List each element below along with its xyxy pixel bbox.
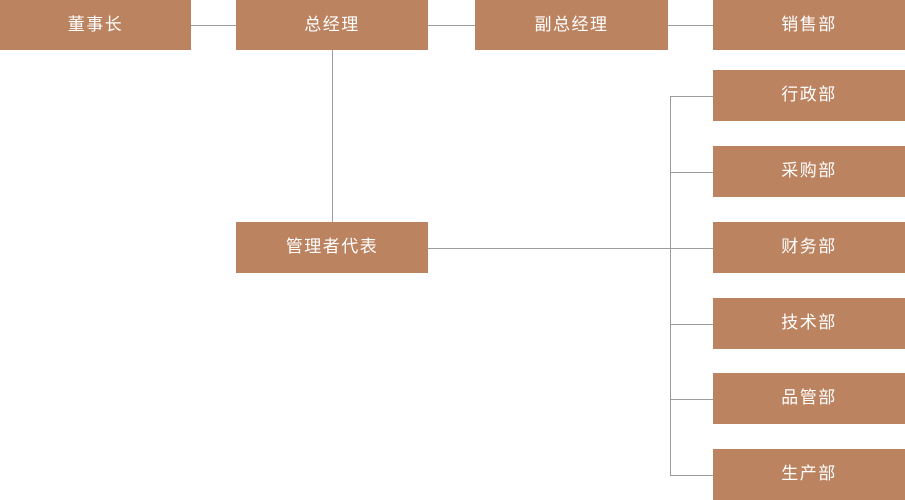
connector-right-trunk bbox=[670, 96, 671, 475]
connector-stub-admin bbox=[670, 96, 713, 97]
connector-gm-to-deputy bbox=[428, 25, 475, 26]
connector-stub-purchasing bbox=[670, 172, 713, 173]
node-chairman[interactable]: 董事长 bbox=[0, 0, 191, 50]
connector-chairman-to-gm bbox=[191, 25, 236, 26]
node-purchasing-dept[interactable]: 采购部 bbox=[713, 146, 905, 197]
connector-gm-to-mgmt-rep bbox=[332, 50, 333, 222]
connector-stub-technical bbox=[670, 324, 713, 325]
node-finance-dept[interactable]: 财务部 bbox=[713, 222, 905, 273]
node-deputy-gm[interactable]: 副总经理 bbox=[475, 0, 668, 50]
node-management-rep[interactable]: 管理者代表 bbox=[236, 222, 428, 273]
node-quality-dept[interactable]: 品管部 bbox=[713, 373, 905, 424]
node-sales-dept[interactable]: 销售部 bbox=[713, 0, 905, 50]
connector-stub-quality bbox=[670, 399, 713, 400]
node-general-manager[interactable]: 总经理 bbox=[236, 0, 428, 50]
connector-mgmt-rep-to-trunk bbox=[428, 248, 713, 249]
node-production-dept[interactable]: 生产部 bbox=[713, 449, 905, 500]
node-admin-dept[interactable]: 行政部 bbox=[713, 70, 905, 121]
connector-stub-finance bbox=[670, 248, 713, 249]
connector-stub-production bbox=[670, 475, 713, 476]
connector-deputy-to-sales bbox=[668, 25, 713, 26]
node-technical-dept[interactable]: 技术部 bbox=[713, 298, 905, 349]
